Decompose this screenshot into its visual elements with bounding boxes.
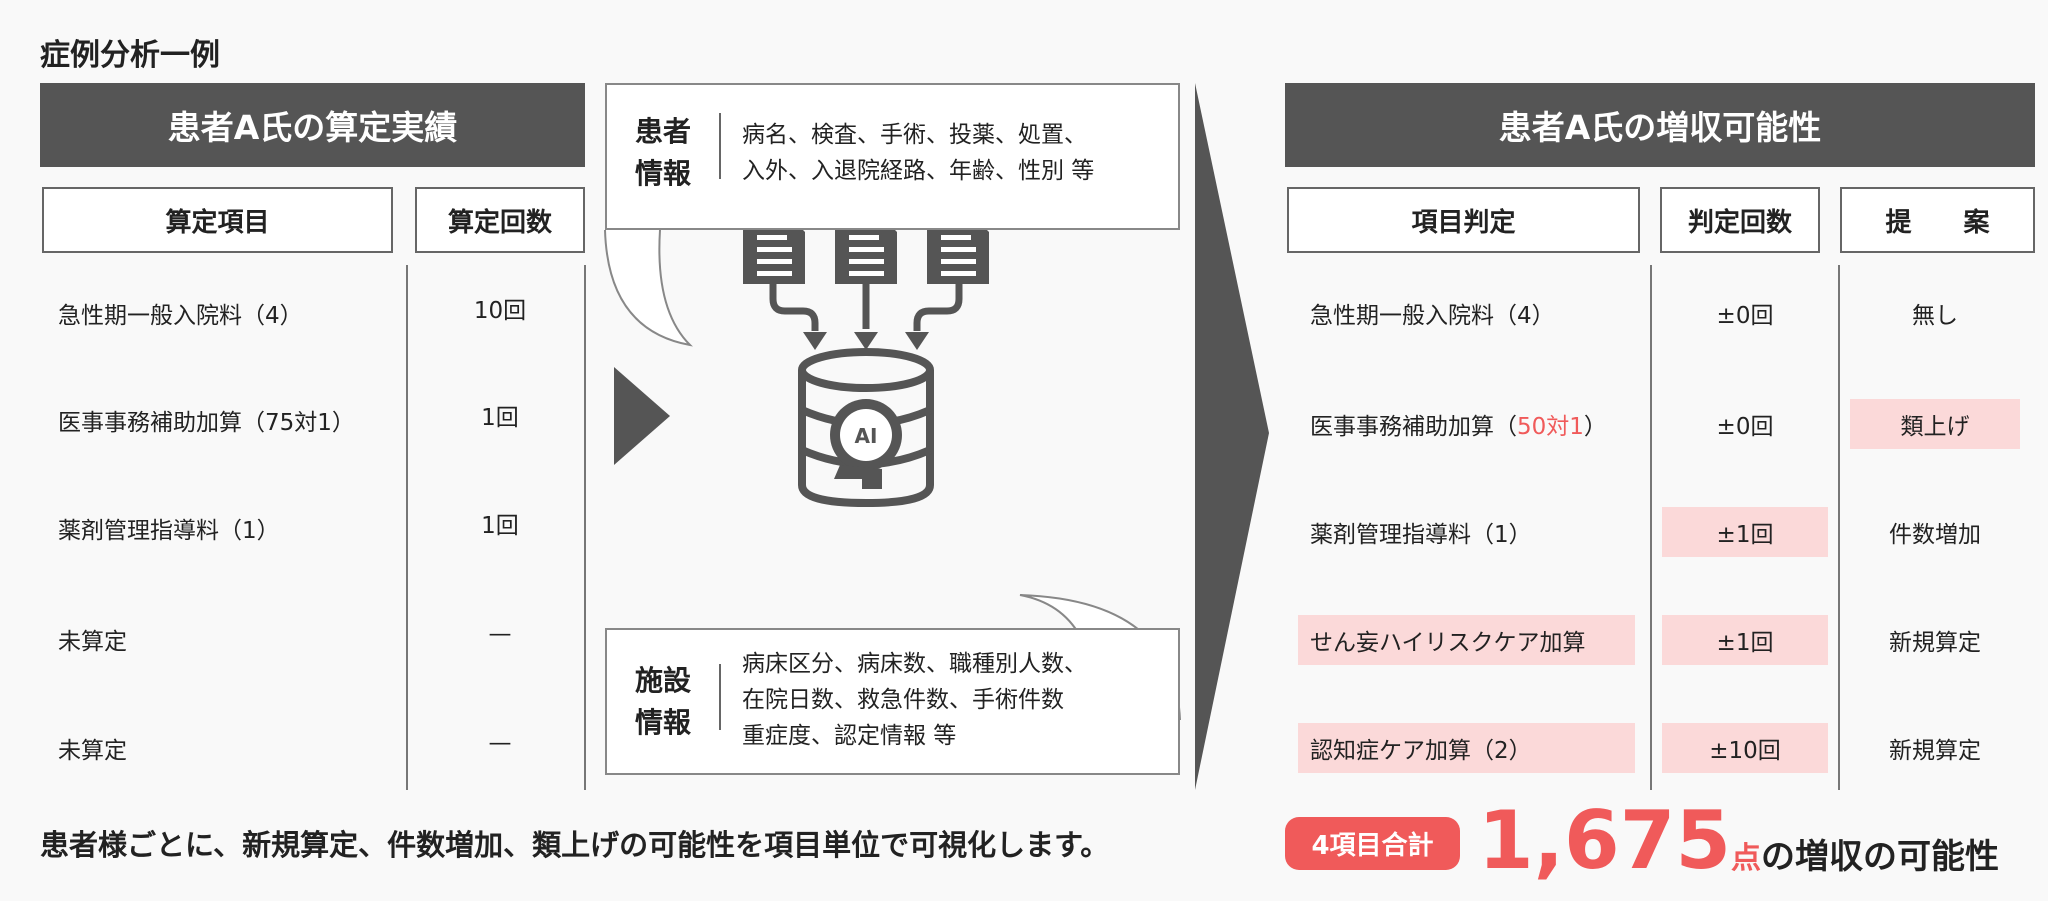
page-title: 症例分析一例 (40, 38, 220, 73)
right-row-proposal: 件数増加 (1889, 522, 1981, 548)
total-points: 1,675 (1478, 794, 1732, 887)
left-col-count-header: 算定回数 (415, 187, 585, 253)
right-col-count-header: 判定回数 (1660, 187, 1820, 253)
left-row-item: 未算定 (58, 629, 127, 655)
right-row-item: 医事事務補助加算（50対1） (1310, 414, 1607, 440)
divider (719, 113, 721, 179)
total-summary: 1,675 点 の増収の可能性 (1478, 796, 1999, 886)
right-row-count: ±0回 (1716, 303, 1774, 329)
divider (1838, 265, 1840, 790)
left-header: 患者A氏の算定実績 (40, 83, 585, 167)
facility-info-bubble: 施設情報 病床区分、病床数、職種別人数、在院日数、救急件数、手術件数重症度、認定… (605, 628, 1180, 775)
divider (719, 664, 721, 730)
total-badge: 4項目合計 (1285, 817, 1460, 870)
patient-bubble-tail (604, 229, 693, 347)
divider (406, 265, 408, 790)
total-suffix: の増収の可能性 (1761, 837, 2000, 877)
right-row-item: 急性期一般入院料（4） (1310, 303, 1555, 329)
patient-info-bubble: 患者情報 病名、検査、手術、投薬、処置、入外、入退院経路、年齢、性別 等 (605, 83, 1180, 230)
right-row-proposal: 無し (1912, 303, 1958, 329)
arrow-down-icon (769, 284, 963, 331)
right-col-proposal-header: 提 案 (1840, 187, 2035, 253)
right-row-count: ±1回 (1662, 507, 1828, 557)
left-row-item: 薬剤管理指導料（1） (58, 518, 280, 544)
big-arrow-icon (1195, 83, 1269, 790)
left-row-count: 1回 (481, 513, 519, 539)
divider (584, 265, 586, 790)
right-row-item: せん妄ハイリスクケア加算 (1298, 615, 1635, 665)
points-unit: 点 (1731, 841, 1762, 876)
left-row-count: 1回 (481, 405, 519, 431)
divider (1650, 265, 1652, 790)
document-icon (743, 220, 989, 284)
left-col-item-header: 算定項目 (42, 187, 393, 253)
facility-info-label: 施設情報 (635, 664, 692, 739)
patient-info-text: 病名、検査、手術、投薬、処置、入外、入退院経路、年齢、性別 等 (742, 122, 1095, 184)
facility-info-text: 病床区分、病床数、職種別人数、在院日数、救急件数、手術件数重症度、認定情報 等 (742, 651, 1087, 749)
right-row-count: ±10回 (1662, 723, 1828, 773)
right-row-proposal: 新規算定 (1889, 738, 1981, 764)
right-row-item: 認知症ケア加算（2） (1298, 723, 1635, 773)
left-row-item: 未算定 (58, 738, 127, 764)
patient-info-label: 患者情報 (635, 115, 692, 190)
arrow-right-icon (614, 367, 670, 465)
ai-label: AI (855, 424, 878, 448)
footer-description: 患者様ごとに、新規算定、件数増加、類上げの可能性を項目単位で可視化します。 (40, 828, 1110, 862)
left-row-count: — (488, 621, 512, 647)
right-row-item: 薬剤管理指導料（1） (1310, 522, 1532, 548)
ai-database-icon: AI (798, 348, 934, 508)
right-header: 患者A氏の増収可能性 (1285, 83, 2035, 167)
right-row-proposal: 類上げ (1850, 399, 2020, 449)
right-row-count: ±0回 (1716, 414, 1774, 440)
left-row-item: 医事事務補助加算（75対1） (58, 410, 355, 436)
left-row-count: 10回 (473, 298, 527, 324)
right-row-count: ±1回 (1662, 615, 1828, 665)
left-row-count: — (488, 730, 512, 756)
right-col-item-header: 項目判定 (1287, 187, 1640, 253)
right-row-proposal: 新規算定 (1889, 630, 1981, 656)
left-row-item: 急性期一般入院料（4） (58, 303, 303, 329)
